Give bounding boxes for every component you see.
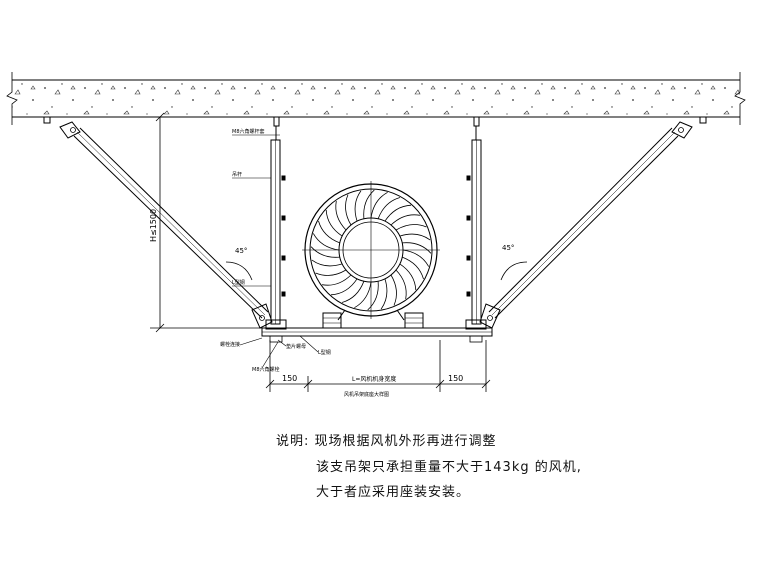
ceiling-anchors <box>43 117 707 127</box>
label-angle-left: 45° <box>235 247 247 255</box>
fan-blade <box>399 233 431 241</box>
right-hanger-rod <box>466 126 482 325</box>
axial-fan <box>302 181 440 321</box>
fan-blade <box>312 233 340 251</box>
left-hanger-rod <box>270 126 286 325</box>
label-bolt-plate: 螺栓连接 <box>220 341 240 348</box>
fan-blade <box>318 220 340 244</box>
fan-blade <box>335 201 347 231</box>
fan-blade <box>390 274 397 306</box>
width-dimension <box>265 340 491 392</box>
fan-blade <box>370 191 388 219</box>
fan-blade <box>367 281 379 311</box>
note-title: 说明: 现场根据风机外形再进行调整 <box>276 434 497 449</box>
fan-blade <box>345 194 352 226</box>
label-bottom-caption: 风机吊架底座大样图 <box>344 391 389 398</box>
fan-blade <box>310 246 340 258</box>
note-line-2: 大于者应采用座装安装。 <box>316 485 471 500</box>
vibration-mounts <box>322 312 424 329</box>
fan-blade <box>402 256 424 280</box>
fan-blade <box>399 263 417 291</box>
fan-blade <box>315 269 347 276</box>
label-hex-bolt: M8六角螺栓 <box>252 366 280 373</box>
label-dim-height: H≤1500 <box>149 209 158 242</box>
label-angle-right: 45° <box>502 244 514 252</box>
fan-blade <box>330 278 358 296</box>
label-angle-steel: L型钢 <box>232 279 245 286</box>
fan-blade <box>341 281 365 303</box>
fan-blade <box>402 242 432 254</box>
fan-blade <box>384 204 412 222</box>
note-line-1: 该支吊架只承担重量不大于143kg 的风机, <box>316 460 582 475</box>
label-dim-right: 150 <box>448 374 463 383</box>
label-washer: 垫片螺母 <box>286 343 306 350</box>
base-beam <box>261 319 493 343</box>
label-dim-left: 150 <box>282 374 297 383</box>
label-hanger-rod: 吊杆 <box>232 171 242 178</box>
fan-blade <box>325 209 343 237</box>
concrete-slab <box>6 72 746 125</box>
fan-blade <box>395 269 407 299</box>
fan-blade <box>311 259 343 267</box>
fan-blade <box>322 274 352 286</box>
left-diagonal-brace <box>59 121 273 329</box>
fan-blade <box>354 281 372 309</box>
fan-blade <box>402 249 430 267</box>
fan-blade <box>390 214 420 226</box>
label-beam-steel: L型钢 <box>318 349 331 356</box>
fan-blade <box>363 189 375 219</box>
angle-arcs <box>225 261 528 281</box>
fan-blade <box>354 190 362 222</box>
right-diagonal-brace <box>479 121 693 329</box>
fan-blade <box>395 224 427 231</box>
label-anchor-top: M8六角螺杆套 <box>232 128 265 135</box>
fan-blade <box>377 197 401 219</box>
label-dim-center: L=风机机身宽度 <box>352 375 396 383</box>
height-dimension <box>150 112 262 333</box>
fan-blade <box>380 278 388 310</box>
leader-lines <box>232 134 319 369</box>
